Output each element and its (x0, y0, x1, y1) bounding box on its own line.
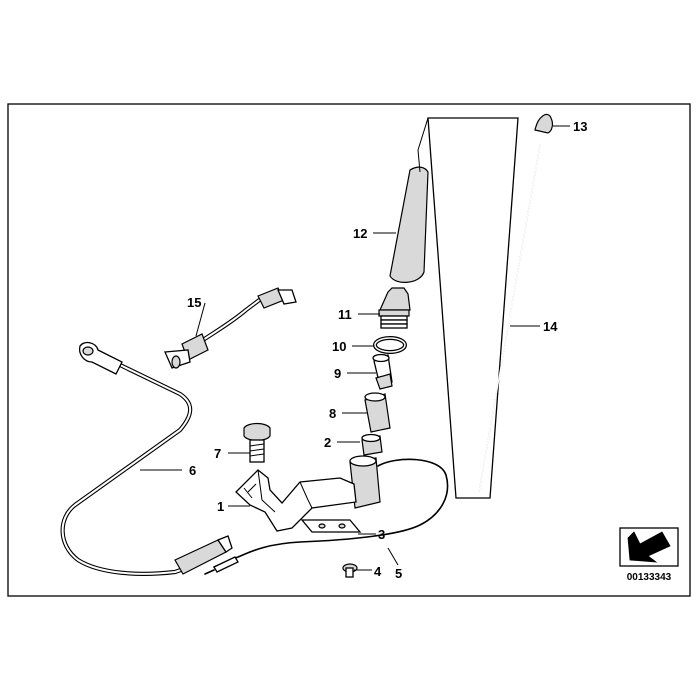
callout-9: 9 (334, 366, 341, 381)
part-3-gasket (300, 519, 362, 533)
callout-11: 11 (338, 307, 352, 322)
callout-5: 5 (395, 566, 402, 581)
part-5-antenna-cable (204, 455, 449, 575)
diagram-frame (7, 103, 691, 597)
part-8-sleeve (364, 392, 391, 433)
part-2-bushing (361, 433, 383, 456)
callout-1: 1 (217, 499, 224, 514)
part-12-cover (389, 117, 429, 283)
arrow-icon (627, 531, 671, 563)
callout-14: 14 (543, 319, 558, 334)
part-14-antenna-rod (427, 117, 541, 499)
callout-12: 12 (353, 226, 367, 241)
reference-box: 00133343 (619, 527, 679, 583)
part-15-adapter-cable (164, 287, 297, 369)
callout-10: 10 (332, 339, 346, 354)
part-11-threaded-connector (378, 287, 411, 329)
callout-4: 4 (374, 564, 382, 579)
callout-6: 6 (189, 463, 196, 478)
part-13-tip-cap (534, 113, 554, 134)
part-1-bracket (235, 469, 357, 532)
leader-lines (140, 125, 570, 571)
drawing-code: 00133343 (627, 572, 672, 583)
callout-15: 15 (187, 295, 201, 310)
callouts: 13 12 11 10 9 8 2 7 1 6 15 3 4 5 14 (187, 119, 587, 581)
part-7-bolt (243, 422, 271, 463)
callout-8: 8 (329, 406, 336, 421)
callout-13: 13 (573, 119, 587, 134)
part-9-sleeve (372, 353, 393, 390)
part-4-screw (342, 563, 358, 578)
part-6-coax-cable (60, 341, 233, 576)
callout-7: 7 (214, 446, 221, 461)
callout-2: 2 (324, 435, 331, 450)
callout-3: 3 (378, 527, 385, 542)
